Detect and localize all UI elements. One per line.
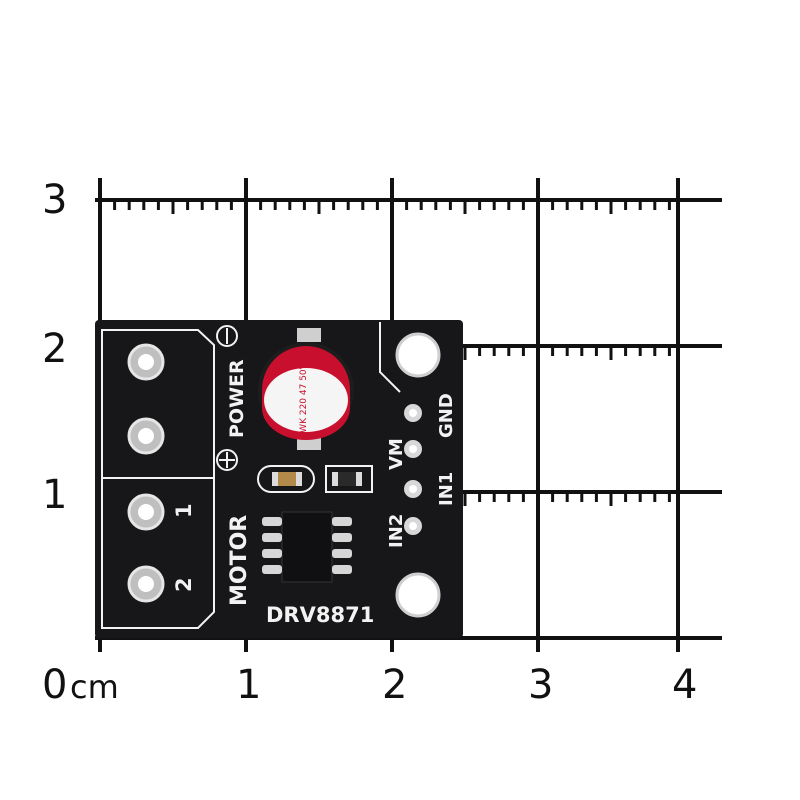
terminal-outline (101, 329, 215, 629)
pin-label-vm: VM (386, 438, 407, 470)
ic-pins (262, 517, 352, 574)
pin-label-in2: IN2 (386, 514, 407, 548)
motor-hole-1-inner (138, 504, 154, 520)
x-label-4: 4 (672, 662, 697, 708)
y-label-3: 3 (42, 177, 67, 223)
y-label-1: 1 (42, 472, 67, 518)
terminal-holes (127, 343, 165, 603)
motor-pin-1-label: 1 (172, 503, 196, 518)
ic-body (281, 511, 333, 583)
y-label-2: 2 (42, 326, 67, 372)
minus-icon (216, 325, 238, 347)
driver-ic (262, 511, 352, 583)
pcb-board: POWER MOTOR 1 2 DRV8871 WK 220 47 50V (95, 320, 463, 638)
smd-led (325, 465, 373, 493)
mounting-hole-top (395, 332, 441, 378)
motor-pin-2-label: 2 (172, 577, 196, 592)
plus-icon (216, 449, 238, 471)
capacitor-marking: WK 220 47 50V (299, 362, 309, 432)
power-hole-1-inner (138, 354, 154, 370)
power-label: POWER (226, 359, 248, 438)
smd-resistor (257, 465, 315, 493)
capacitor: WK 220 47 50V (258, 328, 354, 450)
pin-label-in1: IN1 (436, 472, 457, 506)
unit-label: cm (70, 668, 119, 706)
capacitor-outline (379, 322, 401, 393)
header-pins (404, 404, 422, 535)
polarity-symbols (216, 325, 238, 471)
pin-label-gnd: GND (436, 393, 457, 438)
x-label-1: 1 (236, 662, 261, 708)
motor-hole-2-inner (138, 576, 154, 592)
board-title: DRV8871 (266, 603, 374, 627)
x-label-3: 3 (528, 662, 553, 708)
power-hole-2-inner (138, 428, 154, 444)
motor-label: MOTOR (227, 515, 252, 606)
capacitor-sleeve (264, 368, 348, 432)
origin-label: 0 (42, 662, 67, 708)
x-label-2: 2 (382, 662, 407, 708)
mounting-hole-bottom (395, 572, 441, 618)
